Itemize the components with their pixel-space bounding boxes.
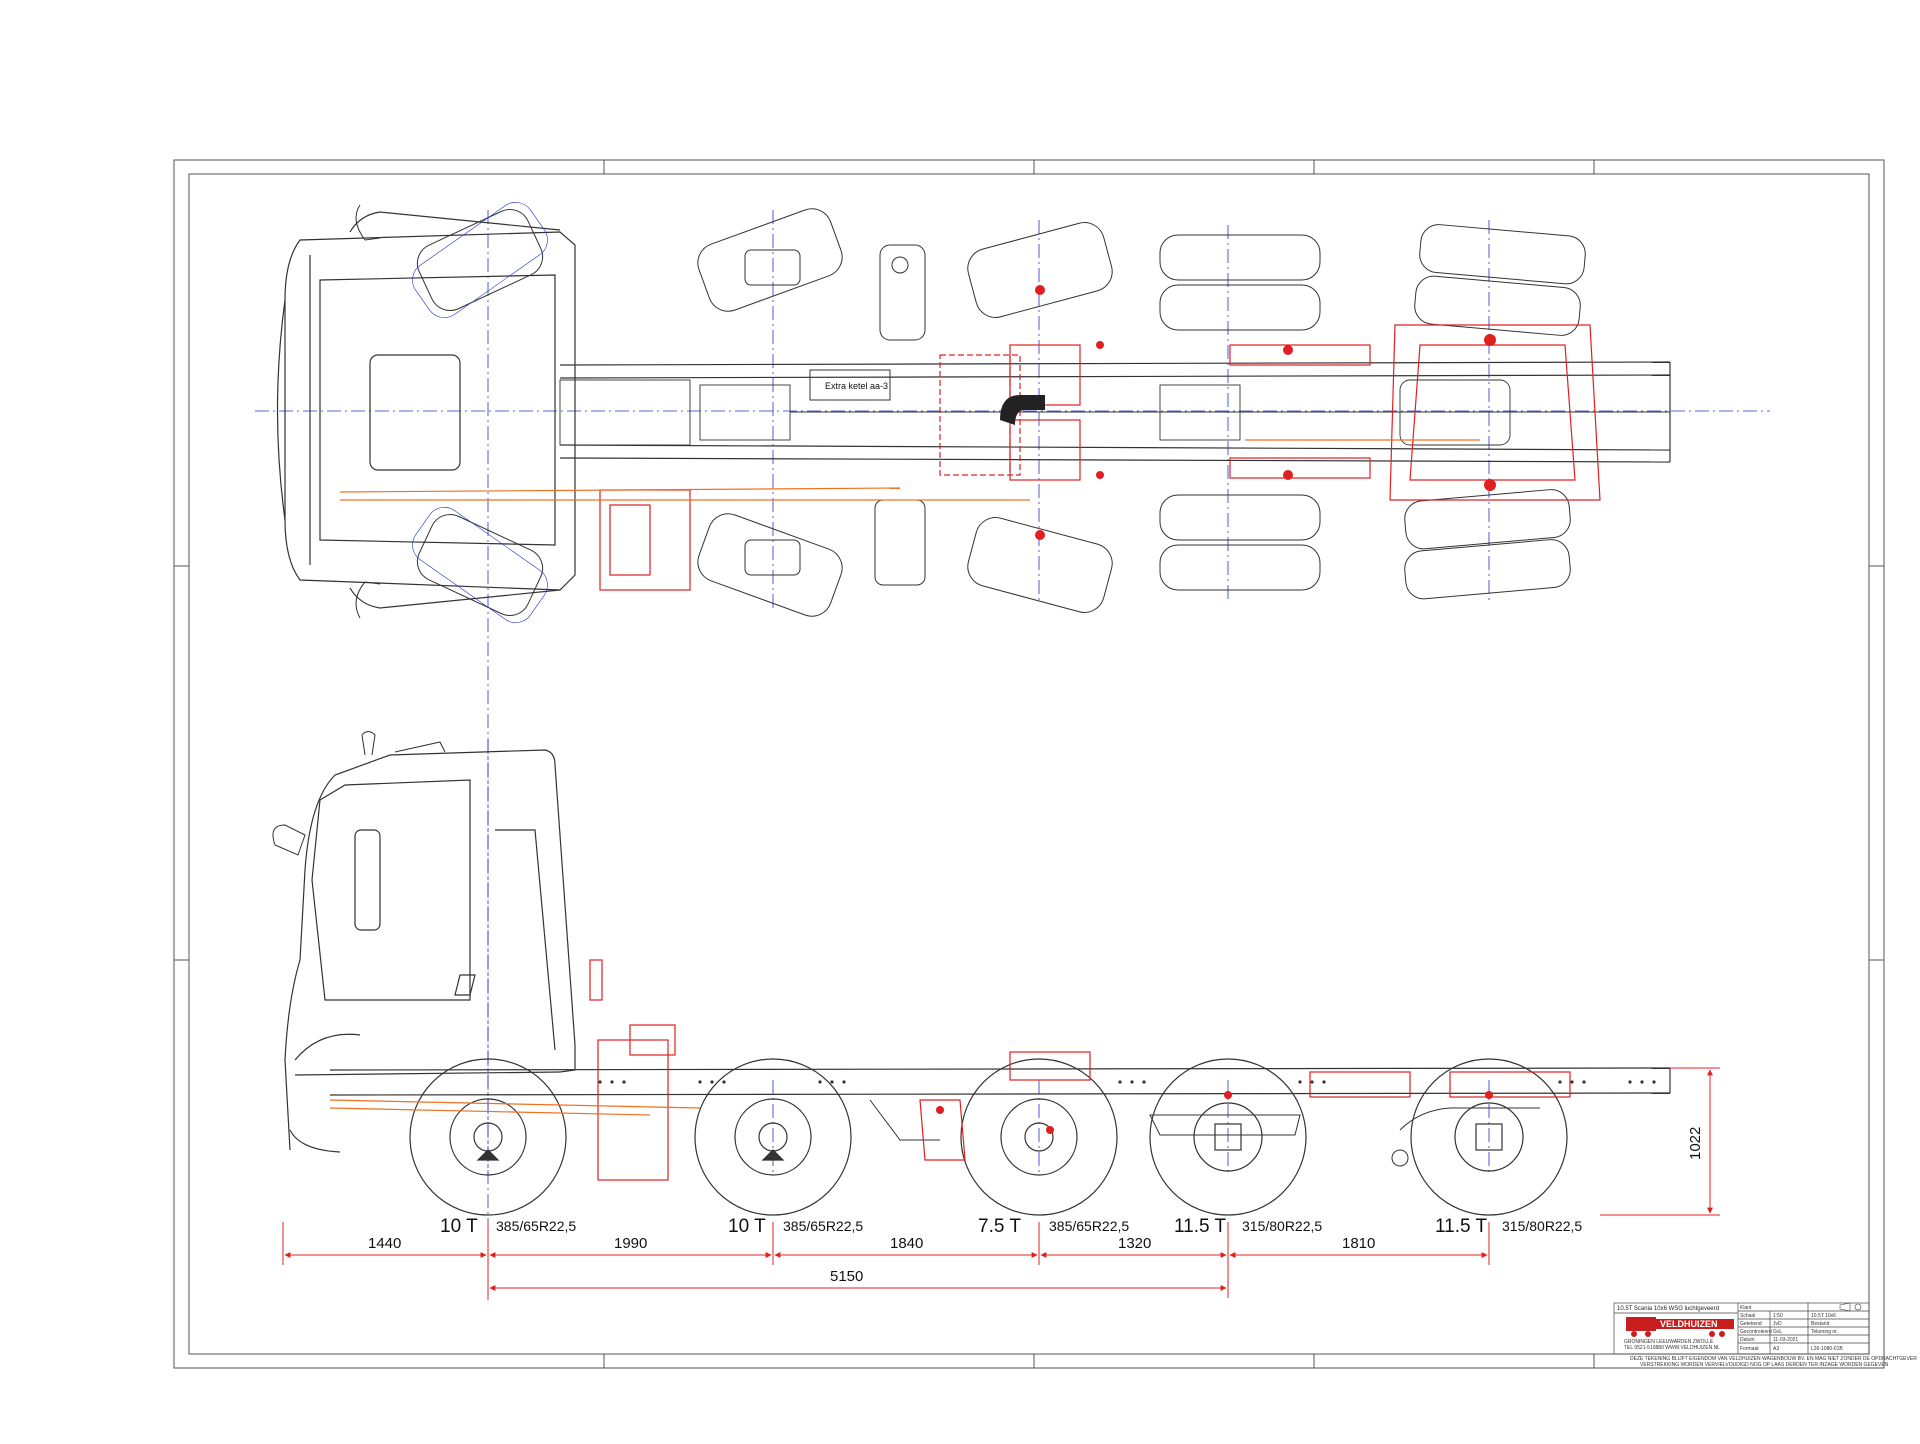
company-logo [1626,1317,1734,1337]
field-label: Formaat [1740,1346,1759,1352]
axle-3-load: 7.5 T [978,1216,1021,1237]
field-label: Datum [1740,1337,1755,1343]
wheel-axle-4-side [1149,1058,1307,1216]
title-block: 10.5T Scania 10x6 WSG luchtgeveerd VELDH… [1613,1302,1917,1368]
drawing-number: L26-1080-01B [1811,1346,1843,1352]
wheel-axle-2-side [694,1058,852,1216]
wheels-axle-3-top [967,222,1113,613]
drivetrain-top [559,379,1670,446]
right-field-label: Bestand [1811,1321,1830,1327]
axle-labels: 10 T 385/65R22,5 10 T 385/65R22,5 7.5 T … [440,1216,1582,1237]
company-name: VELDHUIZEN [1660,1319,1718,1329]
wheel-axle-3-side [960,1058,1118,1216]
dimension-texts: 1440 1990 1840 1320 1810 5150 1022 [368,1127,1704,1285]
dim-spacing-1-2: 1990 [614,1235,647,1252]
axle-1-tyre: 385/65R22,5 [496,1218,576,1234]
field-label: Klant [1740,1305,1752,1311]
mirror-icon [355,204,381,619]
axle-4-tyre: 315/80R22,5 [1242,1218,1322,1234]
wheels-axle-2-top [697,208,843,617]
axle-5-tyre: 315/80R22,5 [1502,1218,1582,1234]
dimension-lines [282,1067,1720,1298]
tanks-top [809,244,926,586]
field-label: Schaal [1740,1313,1755,1319]
wheels-axle-1-top [416,209,544,616]
suspension-side [869,1099,1540,1167]
new-parts-top-detail [1035,285,1496,540]
mirror-icon [272,824,306,856]
axle-2-tyre: 385/65R22,5 [783,1218,863,1234]
orange-lines-side [329,1099,701,1116]
field-label: Getekend [1740,1321,1762,1327]
bracket-top [1000,395,1045,425]
title-description: 10.5T Scania 10x6 WSG luchtgeveerd [1617,1306,1719,1312]
top-centerlines [255,210,1770,1300]
extra-tank-label: Extra ketel aa-3 [825,381,888,391]
dim-spacing-2-3: 1840 [890,1235,923,1252]
chassis-rails-top [559,361,1671,463]
wheels-axle-5-top [1404,224,1586,600]
drawing-frame [173,159,1885,1369]
field-value: A3 [1773,1346,1779,1352]
wheel-axle-1-side [409,1058,567,1216]
orange-lines-top [339,439,1480,501]
top-view: Extra ketel aa-3 [255,202,1770,1300]
axle-5-load: 11.5 T [1435,1216,1488,1237]
dim-spacing-3-4: 1320 [1118,1235,1151,1252]
field-label: Gecontroleerd [1740,1329,1772,1335]
field-value: JvD [1773,1321,1782,1327]
right-field-label: Tekening nr. [1811,1329,1838,1335]
dim-wheelbase-total: 5150 [830,1268,863,1285]
axle-3-tyre: 385/65R22,5 [1049,1218,1129,1234]
dim-front-overhang: 1440 [368,1235,401,1252]
disclaimer-line-1: DEZE TEKENING BLIJFT EIGENDOM VAN VELDHU… [1630,1356,1917,1362]
wheels-axle-1-ghost [412,202,548,623]
axle-2-load: 10 T [728,1216,766,1237]
dim-overall-height: 1022 [1687,1127,1704,1160]
dim-spacing-4-5: 1810 [1342,1235,1375,1252]
axle-4-load: 11.5 T [1174,1216,1227,1237]
cab-top [276,211,576,609]
side-centerlines [487,740,1490,1175]
company-contact: TEL 0521-519880 WWW.VELDHUIZEN.NL [1624,1345,1720,1351]
field-value: 1:50 [1773,1313,1783,1319]
cab-side [284,749,576,1153]
right-field-value: 10.5T 10x6 [1811,1313,1836,1319]
wheel-axle-5-side [1410,1058,1568,1216]
axle-1-load: 10 T [440,1216,478,1237]
projection-symbol-icon [1839,1302,1862,1312]
field-value: 11-03-2021 [1773,1337,1798,1343]
new-parts-side [589,959,1571,1181]
roof-horns [361,731,446,756]
company-address: GRONINGEN LEEUWARDEN ZWOLLE [1624,1339,1714,1345]
disclaimer-line-2: VERSTREKKING WORDEN VERVIELVOUDIGD NOG O… [1640,1362,1889,1368]
wheels-axle-4-top [1159,234,1321,591]
new-parts-side-detail [936,1091,1493,1134]
field-value: GvL [1773,1329,1782,1335]
side-view [272,731,1671,1216]
frame-holes [598,1080,1656,1084]
